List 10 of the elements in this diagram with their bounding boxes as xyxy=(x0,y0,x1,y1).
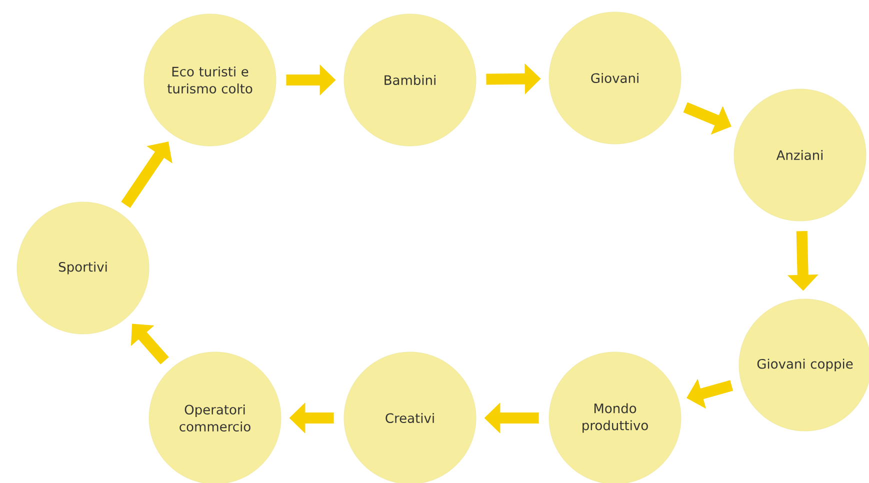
arrow xyxy=(130,324,169,364)
circle-node: Mondo produttivo xyxy=(548,352,682,483)
circle-node: Anziani xyxy=(734,88,866,222)
circle-node: Bambini xyxy=(344,14,476,146)
circle-node: Sportivi xyxy=(16,202,150,334)
circle-node: Operatori commercio xyxy=(148,352,282,483)
circle-node: Eco turisti e turismo colto xyxy=(144,14,276,146)
circle-node: Creativi xyxy=(344,352,476,483)
circle-node: Giovani xyxy=(548,12,682,144)
circle-node: Giovani coppie xyxy=(738,298,869,432)
